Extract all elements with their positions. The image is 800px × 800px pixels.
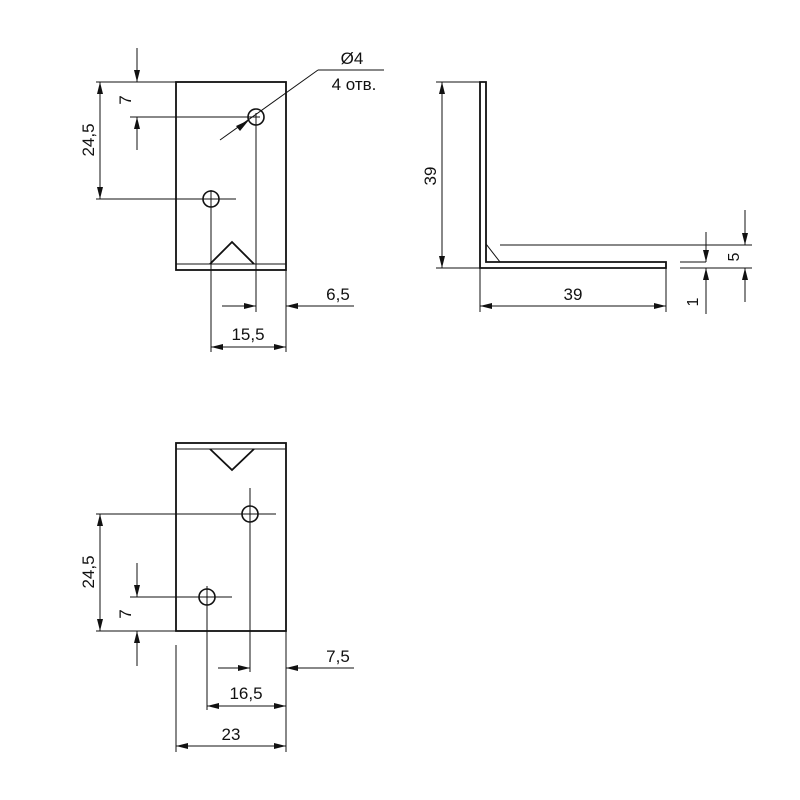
hole-diameter-callout: Ø4 — [341, 49, 364, 68]
dim-hole-height-outer-top: 24,5 — [79, 123, 98, 156]
front-view-top: 7 24,5 6,5 15,5 Ø4 4 отв. — [79, 48, 384, 352]
dim-hole-height-outer-bottom: 24,5 — [79, 555, 98, 588]
dim-total-width-bottom: 23 — [222, 725, 241, 744]
front-view-bottom: 24,5 7 7,5 16,5 23 — [79, 442, 354, 752]
dim-hole-offset-right-bottom: 7,5 — [326, 647, 350, 666]
dim-side-height: 39 — [421, 167, 440, 186]
dim-side-thickness: 1 — [685, 297, 702, 306]
side-view: 39 39 5 1 — [421, 81, 752, 314]
dim-hole-spacing-bottom: 16,5 — [229, 684, 262, 703]
rib-notch-top — [209, 240, 255, 265]
hole-count-callout: 4 отв. — [332, 75, 377, 94]
dim-side-rib: 5 — [726, 252, 743, 261]
dim-hole-height-inner-top: 7 — [116, 95, 135, 104]
dim-hole-spacing-top: 15,5 — [231, 325, 264, 344]
plate-outline-top — [175, 81, 287, 271]
plate-outline-bottom — [175, 442, 287, 632]
dim-hole-height-inner-bottom: 7 — [116, 609, 135, 618]
rib-triangle — [485, 242, 502, 263]
dim-hole-offset-right-top: 6,5 — [326, 285, 350, 304]
dim-side-width: 39 — [564, 285, 583, 304]
rib-notch-bottom — [209, 448, 255, 472]
angle-profile — [479, 81, 667, 269]
